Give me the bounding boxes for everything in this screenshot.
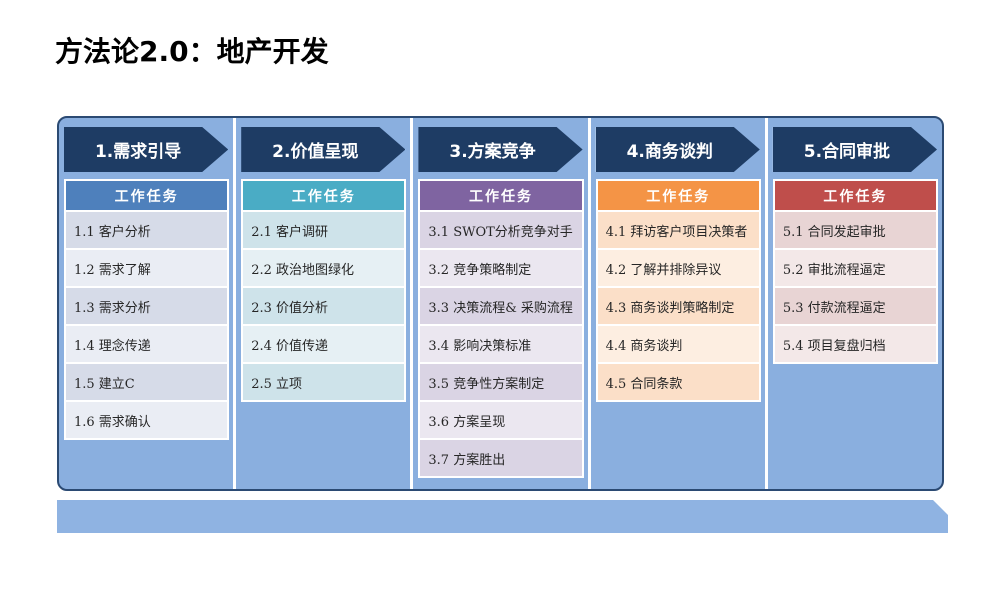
phase-arrow-3: 3.方案竞争 <box>418 127 582 172</box>
phase-name: 1.需求引导 <box>94 142 182 162</box>
task-row: 3.2 竞争策略制定 <box>420 250 582 286</box>
chevron-arrow-icon <box>596 127 760 172</box>
task-row: 3.5 竞争性方案制定 <box>420 364 582 400</box>
phase-arrow-1: 1.需求引导 <box>64 127 228 172</box>
task-table-header: 工作任务 <box>243 181 405 210</box>
task-row: 3.3 决策流程& 采购流程 <box>420 288 582 324</box>
task-row: 1.3 需求分析 <box>66 288 228 324</box>
task-table-header: 工作任务 <box>420 181 582 210</box>
phase-name: 5.合同审批 <box>803 142 891 162</box>
task-table-4: 工作任务 4.1 拜访客户项目决策者 4.2 了解并排除异议 4.3 商务谈判策… <box>595 179 761 402</box>
task-table-header: 工作任务 <box>597 181 759 210</box>
task-table-header: 工作任务 <box>66 181 228 210</box>
task-row: 2.5 立项 <box>243 364 405 400</box>
task-row: 4.3 商务谈判策略制定 <box>597 288 759 324</box>
task-row: 2.1 客户调研 <box>243 212 405 248</box>
task-row: 1.2 需求了解 <box>66 250 228 286</box>
phase-name: 2.价值呈现 <box>272 142 359 162</box>
task-table-3: 工作任务 3.1 SWOT分析竞争对手 3.2 竞争策略制定 3.3 决策流程&… <box>418 179 584 478</box>
task-row: 5.3 付款流程逼定 <box>774 288 937 324</box>
slide-title: 方法论2.0：地产开发 <box>55 35 329 68</box>
task-row: 4.5 合同条款 <box>597 364 759 400</box>
chevron-arrow-icon <box>773 127 937 172</box>
task-row: 3.4 影响决策标准 <box>420 326 582 362</box>
phase-column-5: 5.合同审批 工作任务 5.1 合同发起审批 5.2 审批流程逼定 5.3 付款… <box>764 118 942 489</box>
phase-column-4: 4.商务谈判 工作任务 4.1 拜访客户项目决策者 4.2 了解并排除异议 4.… <box>587 118 765 489</box>
task-row: 1.1 客户分析 <box>66 212 228 248</box>
phase-name: 4.商务谈判 <box>626 142 713 162</box>
chevron-arrow-icon <box>64 127 228 172</box>
task-row: 3.6 方案呈现 <box>420 402 582 438</box>
phase-name: 3.方案竞争 <box>449 142 536 162</box>
task-table-2: 工作任务 2.1 客户调研 2.2 政治地图绿化 2.3 价值分析 2.4 价值… <box>241 179 407 402</box>
task-row: 5.2 审批流程逼定 <box>774 250 937 286</box>
task-table-header: 工作任务 <box>774 181 937 210</box>
chevron-arrow-icon <box>241 127 405 172</box>
phase-arrow-5: 5.合同审批 <box>773 127 937 172</box>
bottom-banner <box>57 500 948 533</box>
task-row: 3.1 SWOT分析竞争对手 <box>420 212 582 248</box>
process-container: 1.需求引导 工作任务 1.1 客户分析 1.2 需求了解 1.3 需求分析 1… <box>57 116 944 491</box>
task-table-1: 工作任务 1.1 客户分析 1.2 需求了解 1.3 需求分析 1.4 理念传递… <box>64 179 230 440</box>
task-row: 1.5 建立C <box>66 364 228 400</box>
task-row: 1.6 需求确认 <box>66 402 228 438</box>
phase-column-2: 2.价值呈现 工作任务 2.1 客户调研 2.2 政治地图绿化 2.3 价值分析… <box>233 118 410 489</box>
task-row: 1.4 理念传递 <box>66 326 228 362</box>
task-row: 3.7 方案胜出 <box>420 440 582 476</box>
task-row: 2.4 价值传递 <box>243 326 405 362</box>
task-row: 4.1 拜访客户项目决策者 <box>597 212 759 248</box>
chevron-arrow-icon <box>418 127 582 172</box>
phase-arrow-2: 2.价值呈现 <box>241 127 405 172</box>
task-table-5: 工作任务 5.1 合同发起审批 5.2 审批流程逼定 5.3 付款流程逼定 5.… <box>772 179 939 364</box>
task-row: 4.4 商务谈判 <box>597 326 759 362</box>
task-row: 4.2 了解并排除异议 <box>597 250 759 286</box>
task-row: 2.2 政治地图绿化 <box>243 250 405 286</box>
phase-column-1: 1.需求引导 工作任务 1.1 客户分析 1.2 需求了解 1.3 需求分析 1… <box>59 118 233 489</box>
task-row: 5.1 合同发起审批 <box>774 212 937 248</box>
phase-column-3: 3.方案竞争 工作任务 3.1 SWOT分析竞争对手 3.2 竞争策略制定 3.… <box>410 118 587 489</box>
task-row: 2.3 价值分析 <box>243 288 405 324</box>
task-row: 5.4 项目复盘归档 <box>774 326 937 362</box>
phase-arrow-4: 4.商务谈判 <box>596 127 760 172</box>
